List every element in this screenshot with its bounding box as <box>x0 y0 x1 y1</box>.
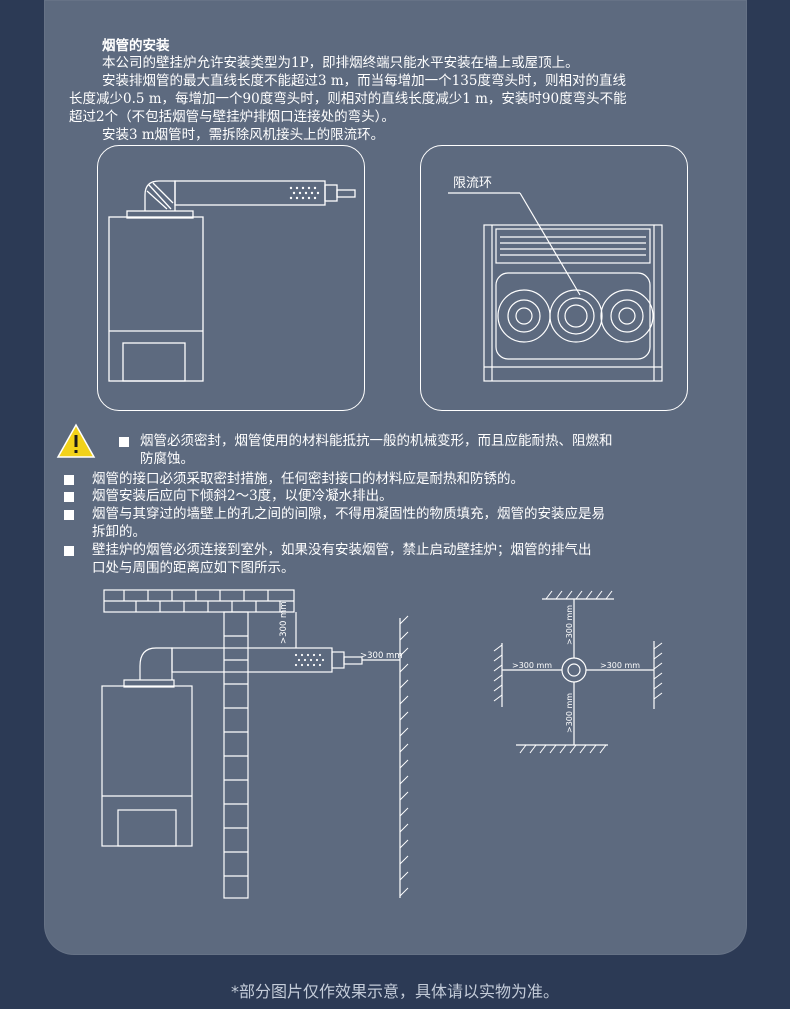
clearance-top-label: >300 mm <box>279 601 289 644</box>
warning-icon <box>56 423 96 458</box>
paragraph-line: 安装排烟管的最大直线长度不能超过3 m，而当每增加一个135度弯头时，则相对的直… <box>102 73 626 89</box>
bullet-square <box>64 475 74 485</box>
bullet-square <box>64 492 74 502</box>
warning-text: 防腐蚀。 <box>140 451 194 467</box>
boiler-flue-illustration <box>108 180 356 382</box>
bullet-text: 烟管的接口必须采取密封措施，任何密封接口的材料应是耐热和防锈的。 <box>92 471 524 487</box>
flow-restrictor-label: 限流环 <box>453 176 492 191</box>
paragraph-line: 本公司的壁挂炉允许安装类型为1P，即排烟终端只能水平安装在墙上或屋顶上。 <box>102 55 579 71</box>
bullet-square <box>119 437 129 447</box>
cross-bottom-label: >300 mm <box>565 693 574 733</box>
bullet-text: 口处与周围的距离应如下图所示。 <box>92 560 295 576</box>
warning-text: 烟管必须密封，烟管使用的材料能抵抗一般的机械变形，而且应能耐热、阻燃和 <box>140 433 613 449</box>
clearance-right-label: >300 mm <box>360 651 403 661</box>
boiler-flue-card <box>97 145 365 411</box>
bullet-text: 壁挂炉的烟管必须连接到室外，如果没有安装烟管，禁止启动壁挂炉；烟管的排气出 <box>92 542 592 558</box>
flue-clearance-side-diagram: >300 mm >300 mm <box>101 589 409 899</box>
section-title: 烟管的安装 <box>102 38 170 54</box>
bullet-text: 烟管安装后应向下倾斜2～3度，以便冷凝水排出。 <box>92 488 393 504</box>
footer-disclaimer: *部分图片仅作效果示意，具体请以实物为准。 <box>230 982 559 1001</box>
paragraph-line: 长度减少0.5 m，每增加一个90度弯头时，则相对的直线长度减少1 m，安装时9… <box>69 91 627 107</box>
paragraph-line: 安装3 m烟管时，需拆除风机接头上的限流环。 <box>102 127 385 143</box>
cross-left-label: >300 mm <box>512 661 552 670</box>
flue-clearance-cross-diagram: >300 mm >300 mm >300 mm >300 mm <box>493 590 663 754</box>
bullet-square <box>64 546 74 556</box>
bullet-text: 拆卸的。 <box>92 524 146 540</box>
bullet-text: 烟管与其穿过的墙壁上的孔之间的间隙，不得用凝固性的物质填充，烟管的安装应是易 <box>92 506 605 522</box>
cross-top-label: >300 mm <box>565 605 574 645</box>
paragraph-line: 超过2个（不包括烟管与壁挂炉排烟口连接处的弯头）。 <box>69 109 395 125</box>
cross-right-label: >300 mm <box>600 661 640 670</box>
bullet-square <box>64 510 74 520</box>
flow-restrictor-card <box>420 145 688 411</box>
flow-restrictor-illustration: 限流环 <box>448 176 663 382</box>
